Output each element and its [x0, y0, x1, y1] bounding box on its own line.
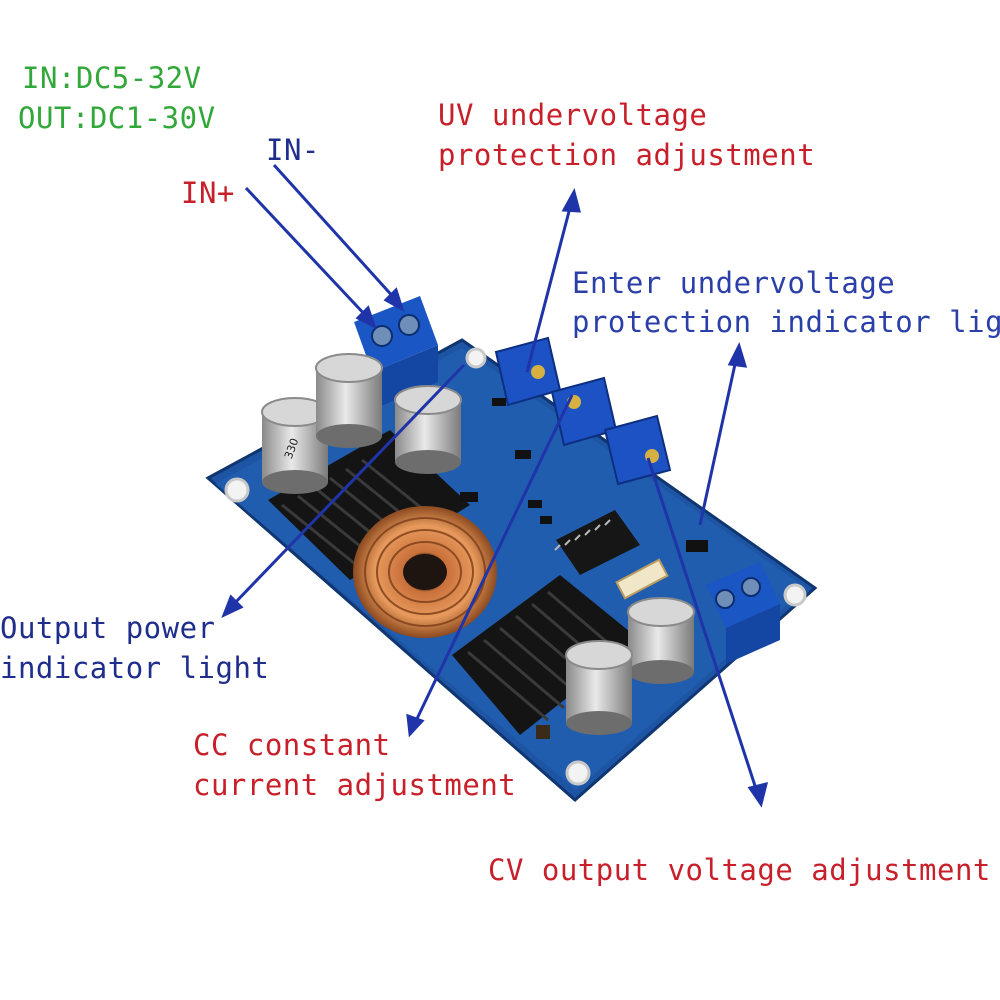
- arrow-in-minus: [272, 163, 398, 302]
- cc-adjust-label-line2: current adjustment: [193, 768, 517, 802]
- mount-hole: [783, 583, 807, 607]
- uv-indicator-label-line2: protection indicator light: [572, 305, 1000, 339]
- arrow-output-power: [228, 363, 466, 610]
- arrow-in-plus: [244, 186, 370, 320]
- input-spec-label: IN:DC5-32V: [22, 61, 202, 95]
- smd-components: [460, 398, 708, 739]
- smd-fuse: [615, 558, 669, 600]
- output-power-label-line1: Output power: [0, 611, 216, 645]
- inductor-coil: [353, 506, 497, 638]
- cc-adjust-label-line1: CC constant: [193, 728, 391, 762]
- callout-arrows: [221, 163, 769, 808]
- arrow-uv-adjust: [525, 199, 574, 373]
- arrow-cv-adjust: [646, 457, 760, 796]
- trimmer-cv: [603, 414, 672, 486]
- capacitor-4: [627, 597, 695, 684]
- uv-adjust-label-line1: UV undervoltage: [438, 98, 708, 132]
- mount-hole: [465, 347, 487, 369]
- arrow-cc-adjust: [412, 394, 574, 726]
- mount-hole: [224, 477, 250, 503]
- controller-ic: [554, 510, 640, 575]
- mount-hole: [565, 760, 591, 786]
- arrow-uv-indicator: [698, 354, 739, 526]
- capacitor-2: [315, 353, 383, 448]
- capacitor-3: [394, 385, 462, 474]
- cv-adjust-label: CV output voltage adjustment: [488, 853, 991, 887]
- capacitor-5: [565, 640, 633, 735]
- in-plus-label: IN+: [181, 176, 235, 210]
- output-spec-label: OUT:DC1-30V: [18, 101, 216, 135]
- output-terminal-block: [706, 562, 780, 664]
- uv-adjust-label-line2: protection adjustment: [438, 138, 816, 172]
- input-terminal-block: [354, 296, 438, 410]
- in-minus-label: IN-: [266, 133, 320, 167]
- uv-indicator-label-line1: Enter undervoltage: [572, 266, 896, 300]
- output-power-label-line2: indicator light: [0, 651, 270, 685]
